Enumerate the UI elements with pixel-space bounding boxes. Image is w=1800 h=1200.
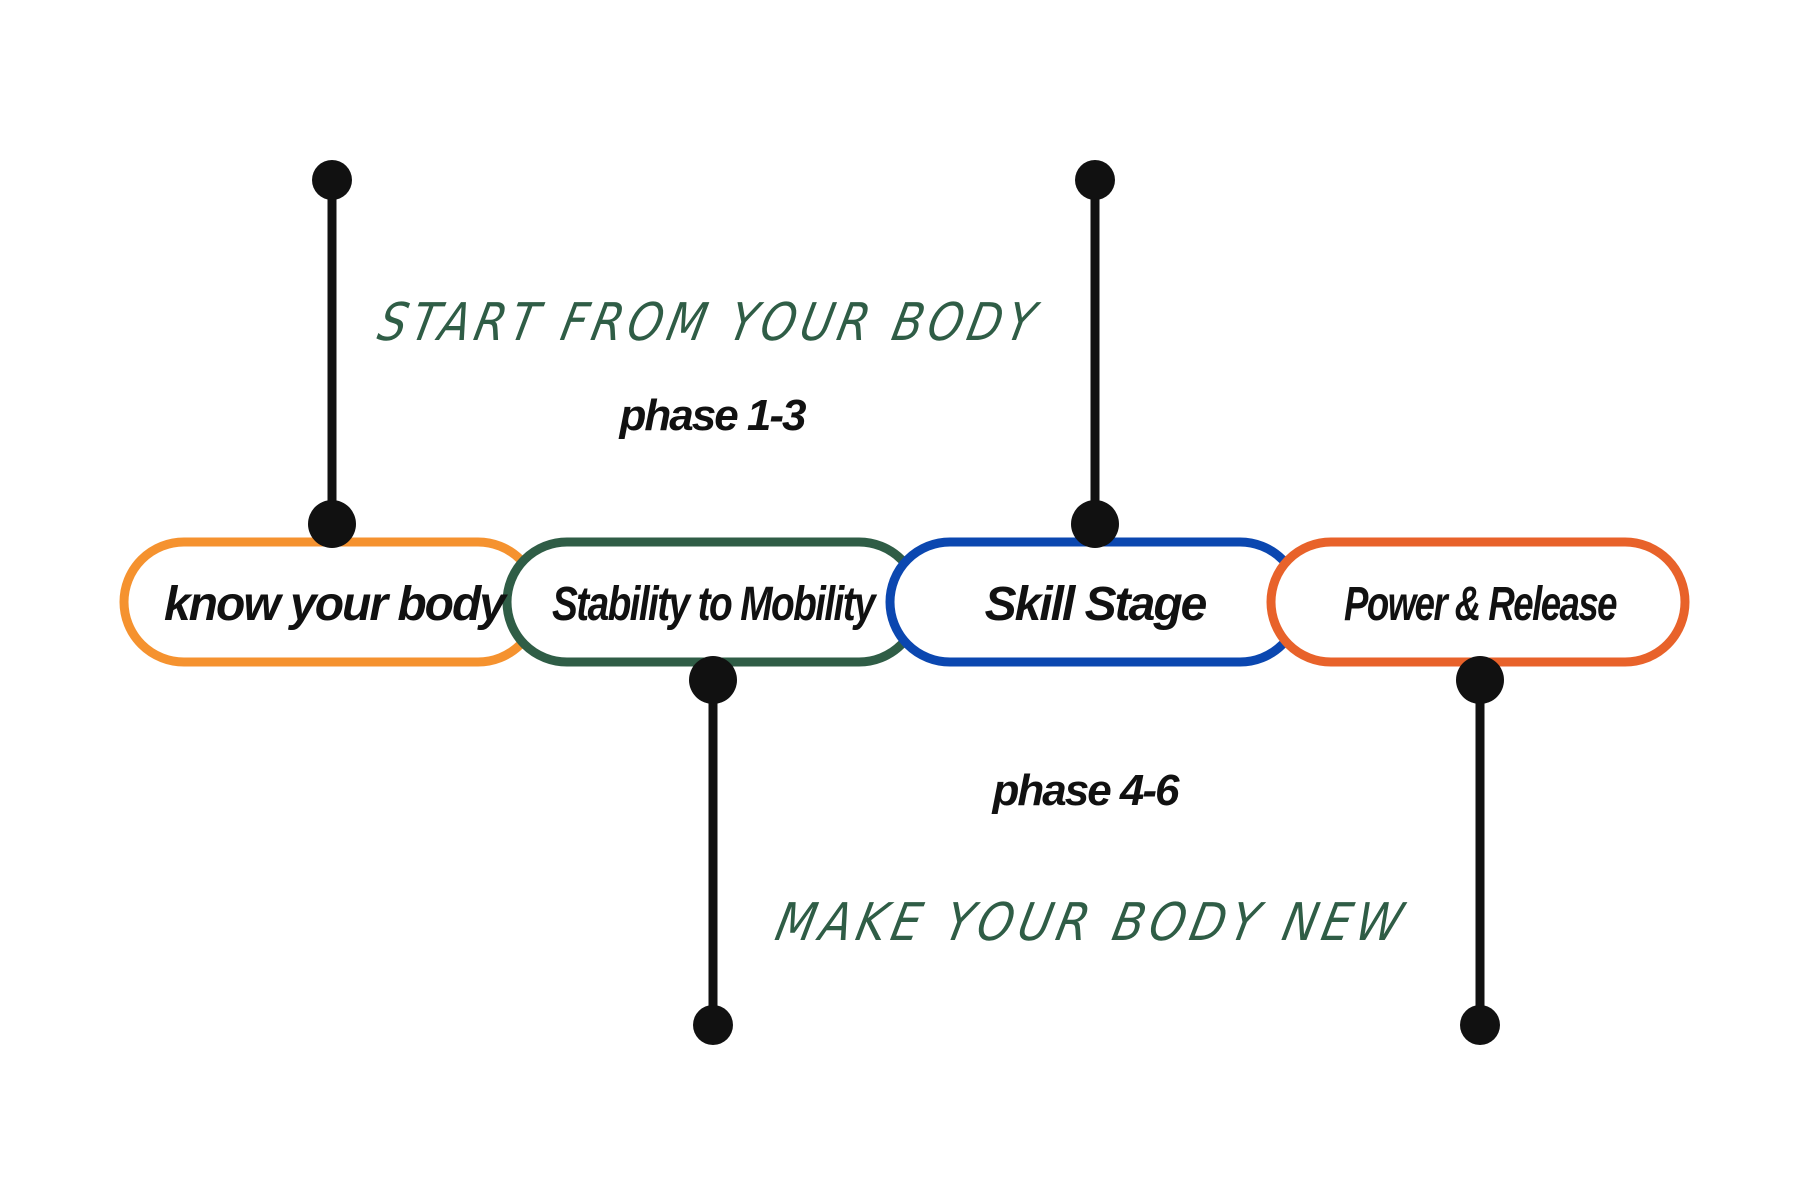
phase-label-4-6: phase 4-6 [992,766,1181,815]
phase-label-1-3: phase 1-3 [619,391,807,440]
dot-joint-know-your-body [308,500,356,548]
stage-label-stability-to-mobility: Stability to Mobility [552,578,877,631]
tagline-make-your-body-new: MAKE YOUR BODY NEW [770,893,1413,953]
bottom-group: phase 4-6 MAKE YOUR BODY NEW [770,766,1413,953]
dot-bottom-stability-to-mobility [693,1005,733,1045]
dot-top-know-your-body [312,160,352,200]
dot-joint-skill-stage [1071,500,1119,548]
stage-label-power-release: Power & Release [1344,578,1617,631]
dot-joint-power-release [1456,656,1504,704]
stage-label-skill-stage: Skill Stage [985,578,1207,631]
stage-label-know-your-body: know your body [164,578,508,631]
dot-joint-stability-to-mobility [689,656,737,704]
tagline-start-from-your-body: START FROM YOUR BODY [373,293,1046,353]
dot-top-skill-stage [1075,160,1115,200]
connector-dots [308,160,1504,1045]
stage-labels: know your body Stability to Mobility Ski… [164,578,1619,631]
top-group: START FROM YOUR BODY phase 1-3 [373,293,1046,440]
connector-stems [327,180,1485,1025]
dot-bottom-power-release [1460,1005,1500,1045]
